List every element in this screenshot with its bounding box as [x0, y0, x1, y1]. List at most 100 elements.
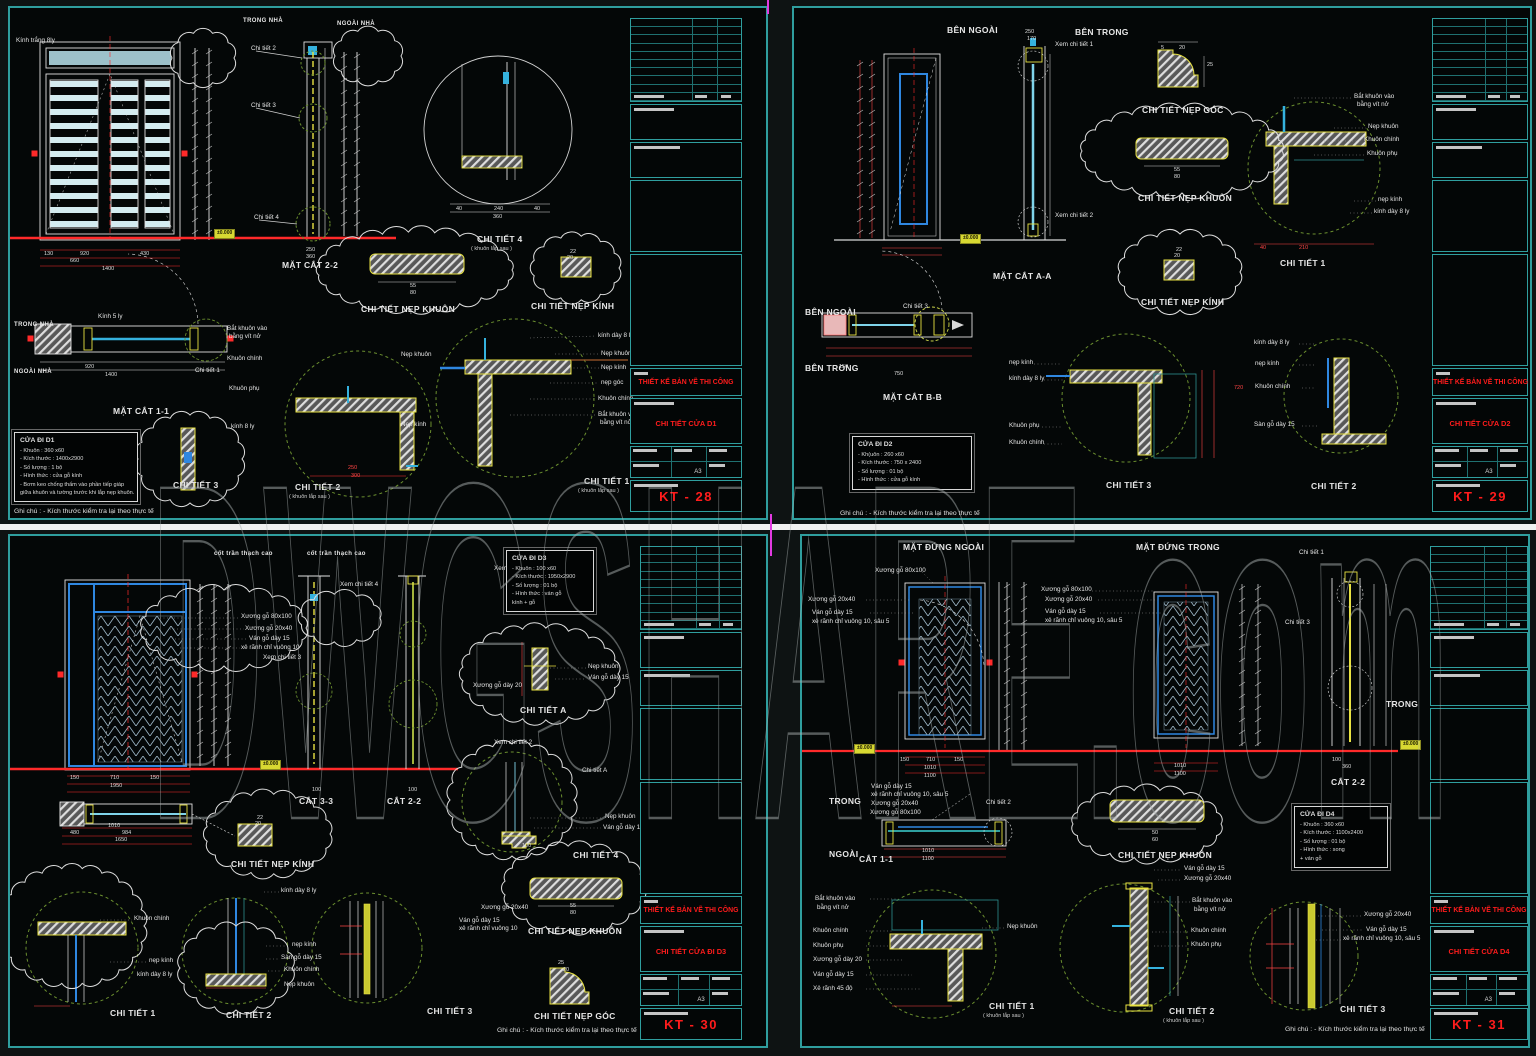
drawing-label: 40	[1260, 245, 1267, 251]
drawing-label: Bắt khuôn vào	[815, 895, 856, 902]
door-spec-line: - Số lượng : 01 bộ	[858, 468, 904, 475]
revision-cloud	[169, 27, 237, 89]
door-spec-line: giữa khuôn và tường trước khi lắp nẹp kh…	[20, 489, 135, 496]
door-spec-line: - Bơm keo chống thấm vào phần tiếp giáp	[20, 481, 125, 488]
paper-size: A3	[694, 469, 702, 475]
section-2-2	[303, 41, 358, 238]
drawing-label: 5	[1161, 45, 1165, 51]
revision-cloud	[10, 862, 148, 990]
sheet-number-box: KT - 30	[640, 1008, 742, 1040]
drawing-label: 1100	[924, 773, 936, 779]
elevation-marker: ±0.000	[260, 760, 282, 770]
drawing-label: Xẻ rãnh 45 độ	[813, 985, 853, 992]
title-block-row	[631, 60, 741, 69]
detail-1-bubble	[1247, 101, 1381, 245]
section-cat-2-2	[1241, 571, 1387, 746]
drawing-label: 100	[1332, 757, 1342, 763]
drawing-label: 660	[70, 258, 80, 264]
drawing-label: 150	[70, 775, 80, 781]
drawing-label: 360	[493, 214, 503, 220]
nep-khuon-profile	[369, 253, 465, 275]
drawing-label: 80	[410, 290, 417, 296]
drawing-name: CHI TIẾT CỬA D2	[1449, 419, 1511, 428]
drawing-label: Nẹp khuôn	[605, 813, 636, 820]
drawing-label: NGOÀI NHÀ	[337, 21, 375, 27]
detail-a	[521, 642, 556, 696]
dimension-ticks	[205, 49, 213, 235]
drawing-label: CHI TIẾT 3	[1106, 480, 1152, 490]
drawing-label: 20	[1179, 45, 1186, 51]
drawing-label: CHI TIẾT NẸP KHUÔN	[1118, 850, 1213, 860]
detail-3-bubble	[1046, 333, 1215, 463]
drawing-label: TRONG NHÀ	[243, 18, 283, 24]
title-block-row	[631, 68, 741, 77]
title-block-row	[641, 547, 741, 556]
drawing-label: 170	[1027, 36, 1037, 42]
door-spec-line: - Khuôn : 360 x60	[20, 448, 65, 454]
drawing-label: Nẹp kính	[601, 364, 627, 371]
title-block-row	[631, 19, 741, 28]
drawing-label: TRONG NHÀ	[14, 322, 54, 328]
drawing-label: MẶT CẮT A-A	[993, 271, 1052, 281]
dimension-ticks	[210, 585, 218, 759]
drawing-label: ( khuôn lắp sau )	[983, 1013, 1024, 1019]
drawing-label: Chi tiết 3	[1285, 619, 1310, 626]
stamp-text: THIẾT KẾ BẢN VẼ THI CÔNG	[1433, 379, 1528, 386]
title-block-row	[641, 580, 741, 589]
door-spec-box: CỬA ĐI D3- Khuôn : 100 x60- Kích thước :…	[503, 547, 597, 615]
title-block-row	[631, 52, 741, 61]
revision-table	[640, 546, 742, 630]
drawing-label: Sàn gỗ dày 15	[281, 954, 322, 961]
paper-size: A3	[1484, 997, 1492, 1003]
drawing-label: Xương gỗ 20x40	[1184, 875, 1232, 882]
title-block-box	[640, 708, 742, 780]
revision-cloud	[529, 231, 622, 305]
drawing-label: CHI TIẾT 1	[1280, 258, 1326, 268]
register-mark-center	[770, 514, 772, 556]
drawing-label: 1010	[108, 823, 121, 829]
drawing-label: kính dày 8 ly	[1254, 339, 1290, 346]
drawing-label: CHI TIẾT A	[520, 705, 567, 715]
drawing-label: CHI TIẾT NẸP KHUÔN	[528, 926, 623, 936]
title-block-row	[1433, 60, 1527, 69]
stamp-box: THIẾT KẾ BẢN VẼ THI CÔNG	[1430, 896, 1528, 924]
detail-4-bubble	[423, 55, 573, 213]
drawing-label: nẹp kính	[1255, 360, 1280, 367]
title-block-row	[631, 85, 741, 93]
title-block-box	[640, 670, 742, 706]
drawing-name-box: CHI TIẾT CỬA D4	[1430, 926, 1528, 972]
drawing-label: 240	[494, 206, 504, 212]
drawing-label: kính dày 8 ly	[137, 971, 173, 978]
revision-cloud	[203, 788, 333, 880]
drawing-label: xẻ rãnh chỉ vuông 10, sâu 5	[871, 791, 949, 798]
title-block-box	[1430, 708, 1528, 780]
drawing-label: Khuôn phụ	[813, 942, 844, 949]
drawing-label: 150	[839, 364, 849, 370]
drawing-label: 55	[410, 283, 417, 289]
drawing-label: BÊN NGOÀI	[947, 25, 998, 35]
drawing-label: Ván gỗ dày 15	[813, 971, 854, 978]
drawing-label: Chi tiết 3	[903, 303, 928, 310]
door-spec-title: CỬA ĐI D2	[858, 441, 893, 448]
title-block-row	[641, 555, 741, 564]
detail-1-bubble	[867, 889, 999, 1019]
title-block-row	[631, 93, 741, 102]
drawing-label: Chi tiết 1	[195, 367, 220, 374]
title-block-row	[1433, 35, 1527, 44]
drawing-label: Khuôn chính	[813, 927, 849, 934]
drawing-label: Xương gỗ 20x40	[1364, 911, 1412, 918]
drawing-label: ( khuôn lắp sau )	[471, 246, 512, 252]
drawing-label: Xương gỗ 20x40	[1045, 596, 1093, 603]
door-spec-line: - Khuôn : 100 x60	[512, 566, 557, 572]
door-elevation-d1	[39, 41, 210, 241]
title-block-box	[630, 142, 742, 178]
drawing-label: Xương gỗ 80x100	[875, 567, 926, 574]
drawing-label: TRONG	[829, 796, 862, 806]
drawing-label: NGOÀI NHÀ	[14, 369, 52, 375]
door-spec-line: - Hình thức : ván gỗ	[512, 591, 562, 598]
drawing-label: xẻ rãnh chỉ vuông 10, sâu 5	[1343, 935, 1421, 942]
drawing-label: 150	[900, 757, 910, 763]
